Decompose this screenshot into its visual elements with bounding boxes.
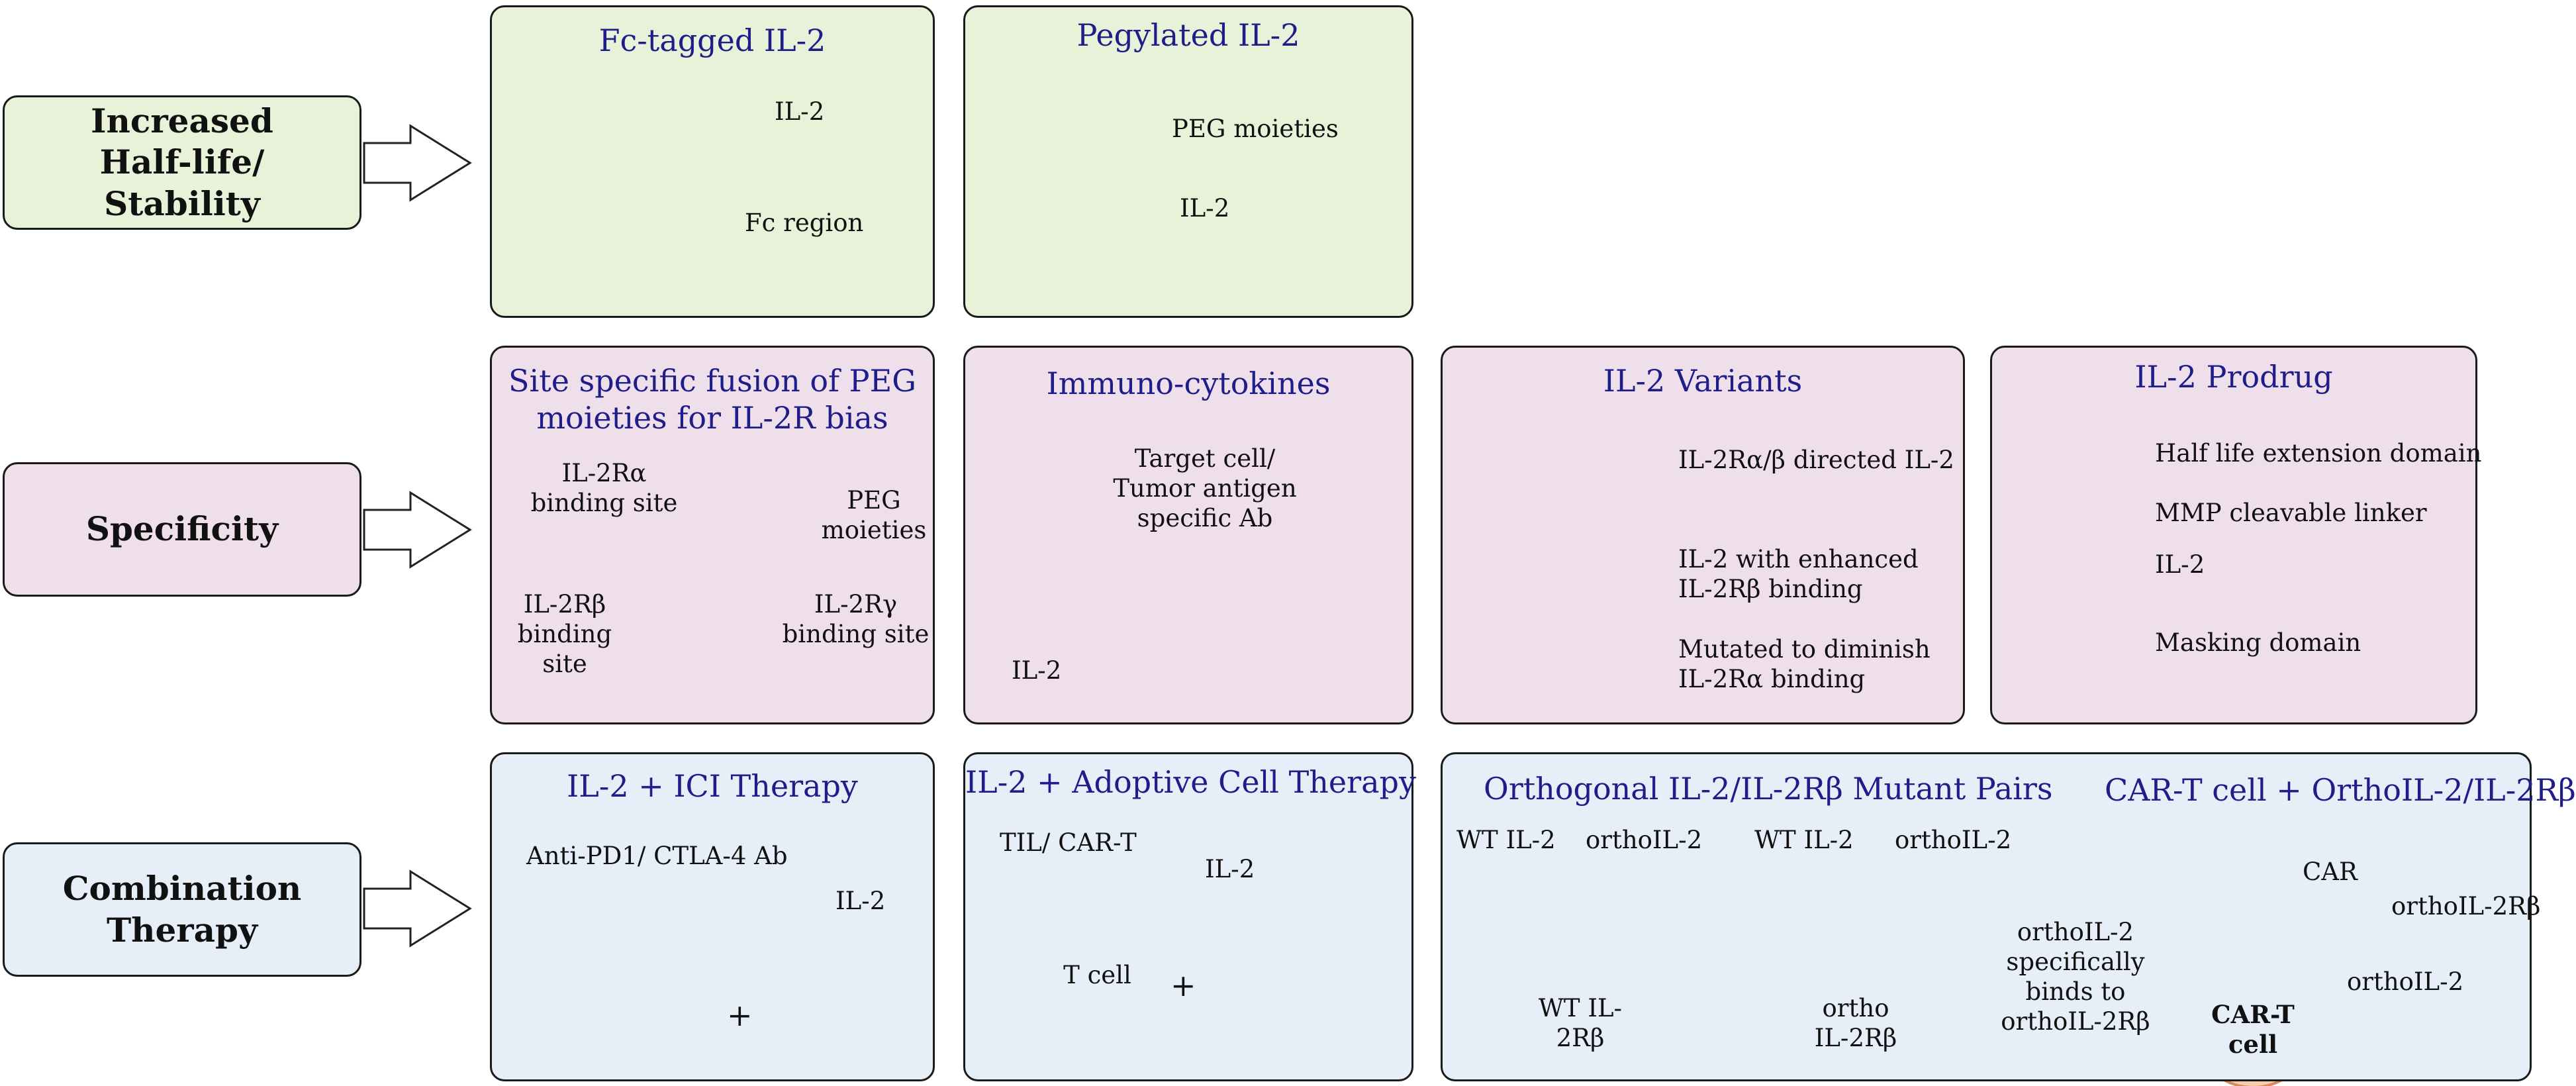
row-label-half-life-text: Increased Half-life/ Stability (91, 101, 273, 223)
variant-1-label: IL-2Rα/β directed IL-2 (1678, 446, 1954, 474)
ortho-panel-title: Orthogonal IL-2/IL-2Rβ Mutant Pairs (1484, 771, 2053, 807)
panel-title: Fc-tagged IL-2 (598, 23, 826, 58)
variant-2-label: IL-2 with enhanced IL-2Rβ binding (1678, 545, 1919, 604)
row-label-specificity-text: Specificity (85, 509, 279, 549)
ortho-ortho-il2-label-a: orthoIL-2 (1586, 826, 1703, 854)
alpha-site-label: IL-2Rα binding site (530, 459, 678, 518)
act-plus: + (1170, 967, 1196, 1003)
car-label: CAR (2303, 858, 2358, 886)
cart-ortho-receptor-label: orthoIL-2Rβ (2391, 892, 2541, 920)
ortho-ortho-il2-label-b: orthoIL-2 (1895, 826, 2012, 854)
t-cell-label: T cell (1063, 961, 1131, 989)
act-til-label: TIL/ CAR-T (1000, 828, 1137, 857)
prodrug-item-1: Half life extension domain (2155, 439, 2482, 468)
panel-title: IL-2 + ICI Therapy (567, 768, 858, 804)
panel-il2-variants: IL-2 Variants (1441, 346, 1965, 724)
row-label-combination: Combination Therapy (3, 842, 361, 977)
panel-pegylated: Pegylated IL-2 (963, 5, 1413, 318)
gamma-site-label: IL-2Rγ binding site (782, 590, 930, 649)
ortho-wt-il2-label-b: WT IL-2 (1754, 826, 1854, 854)
ici-il2-label: IL-2 (835, 887, 886, 915)
panel-act: IL-2 + Adoptive Cell Therapy (963, 752, 1416, 1081)
row2-arrow-icon (363, 491, 472, 569)
panel-title-line1: Site specific fusion of PEG (508, 363, 916, 399)
panel-title: IL-2 Prodrug (2134, 359, 2333, 395)
immuno-antibody-label: Target cell/ Tumor antigen specific Ab (1113, 444, 1297, 533)
beta-site-label: IL-2Rβ binding site (517, 590, 612, 679)
ortho-wt-il2-label-a: WT IL-2 (1456, 826, 1556, 854)
ici-antibody-label: Anti-PD1/ CTLA-4 Ab (526, 842, 788, 870)
panel-il2-prodrug: IL-2 Prodrug (1990, 346, 2477, 724)
cart-panel-title: CAR-T cell + OrthoIL-2/IL-2Rβ (2105, 772, 2576, 808)
panel-fc-tagged: Fc-tagged IL-2 (490, 5, 935, 318)
ortho-note-label: orthoIL-2 specifically binds to orthoIL-… (2001, 918, 2150, 1036)
wt-receptor-label: WT IL-2Rβ (1538, 994, 1623, 1053)
prodrug-item-4: Masking domain (2155, 628, 2361, 657)
panel-orthogonal: Orthogonal IL-2/IL-2Rβ Mutant Pairs CAR-… (1441, 752, 2576, 1081)
peg-moieties-label: PEG moieties (1172, 115, 1339, 143)
panel-title: Pegylated IL-2 (1076, 17, 1300, 53)
fc-il2-label: IL-2 (775, 97, 825, 126)
row3-arrow-icon (363, 869, 472, 948)
panel-title: IL-2 + Adoptive Cell Therapy (965, 764, 1416, 800)
immuno-il2-label: IL-2 (1012, 656, 1062, 685)
ortho-receptor-label: ortho IL-2Rβ (1814, 994, 1897, 1053)
prodrug-item-2: MMP cleavable linker (2155, 499, 2427, 527)
act-il2-label: IL-2 (1205, 855, 1255, 883)
fc-region-label: Fc region (745, 209, 864, 237)
cart-ortho-il2-label: orthoIL-2 (2347, 967, 2464, 996)
peg-il2-label: IL-2 (1180, 194, 1230, 222)
panel-title: Immuno-cytokines (1046, 366, 1331, 401)
panel-title-line2: moieties for IL-2R bias (536, 400, 888, 436)
panel-site-specific: Site specific fusion of PEG moieties for… (490, 346, 935, 724)
row1-arrow-icon (363, 124, 472, 202)
row-label-combination-text: Combination Therapy (62, 869, 302, 950)
panel-title: IL-2 Variants (1603, 363, 1803, 399)
row-label-half-life: Increased Half-life/ Stability (3, 95, 361, 230)
prodrug-item-3: IL-2 (2155, 550, 2205, 579)
row-label-specificity: Specificity (3, 462, 361, 597)
ici-plus: + (727, 997, 753, 1033)
car-t-cell-label: CAR-T cell (2211, 1000, 2295, 1060)
site-peg-label: PEG moieties (821, 486, 927, 545)
variant-3-label: Mutated to diminish IL-2Rα binding (1678, 635, 1931, 694)
panel-ici-therapy: IL-2 + ICI Therapy (490, 752, 935, 1081)
panel-immunocytokines: Immuno-cytokines (963, 346, 1413, 724)
